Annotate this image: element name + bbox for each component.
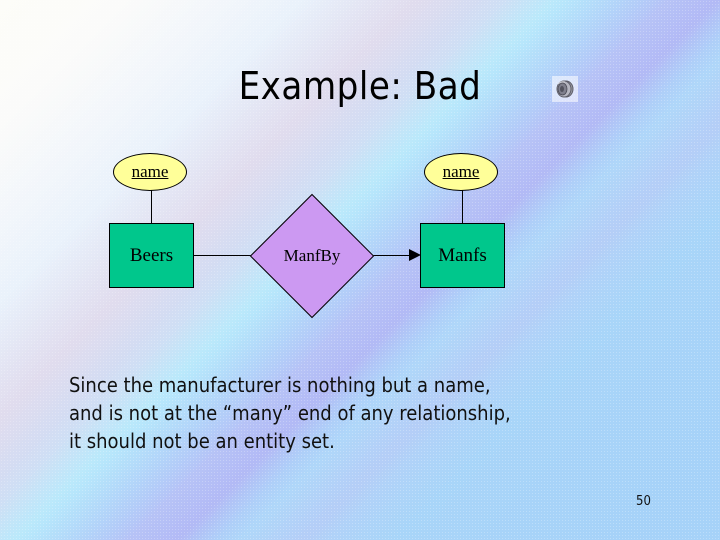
slide-title: Example: Bad: [238, 64, 482, 108]
attribute-node-beers-name[interactable]: name: [113, 153, 187, 191]
body-text-line-3: it should not be an entity set.: [69, 429, 335, 453]
edge-beers-to-name: [151, 190, 153, 224]
attribute-label: name: [131, 162, 169, 181]
edge-manfs-to-name: [462, 190, 464, 224]
page-number: 50: [636, 494, 651, 509]
attribute-node-manfs-name[interactable]: name: [424, 153, 498, 191]
relationship-label: ManfBy: [283, 246, 341, 265]
entity-label: Manfs: [438, 244, 487, 266]
relationship-node-manfby[interactable]: ManfBy: [249, 193, 375, 319]
edge-beers-to-manfby: [194, 255, 274, 257]
edge-manfby-to-manfs: [350, 255, 413, 257]
entity-node-beers[interactable]: Beers: [109, 223, 194, 288]
entity-label: Beers: [129, 244, 174, 266]
entity-node-manfs[interactable]: Manfs: [420, 223, 505, 288]
sound-clip-icon[interactable]: [552, 76, 578, 102]
arrowhead-icon: [409, 249, 421, 261]
body-text: Since the manufacturer is nothing but a …: [69, 371, 669, 455]
attribute-label: name: [442, 162, 480, 181]
body-text-line-2: and is not at the “many” end of any rela…: [69, 401, 511, 425]
body-text-line-1: Since the manufacturer is nothing but a …: [69, 373, 491, 397]
